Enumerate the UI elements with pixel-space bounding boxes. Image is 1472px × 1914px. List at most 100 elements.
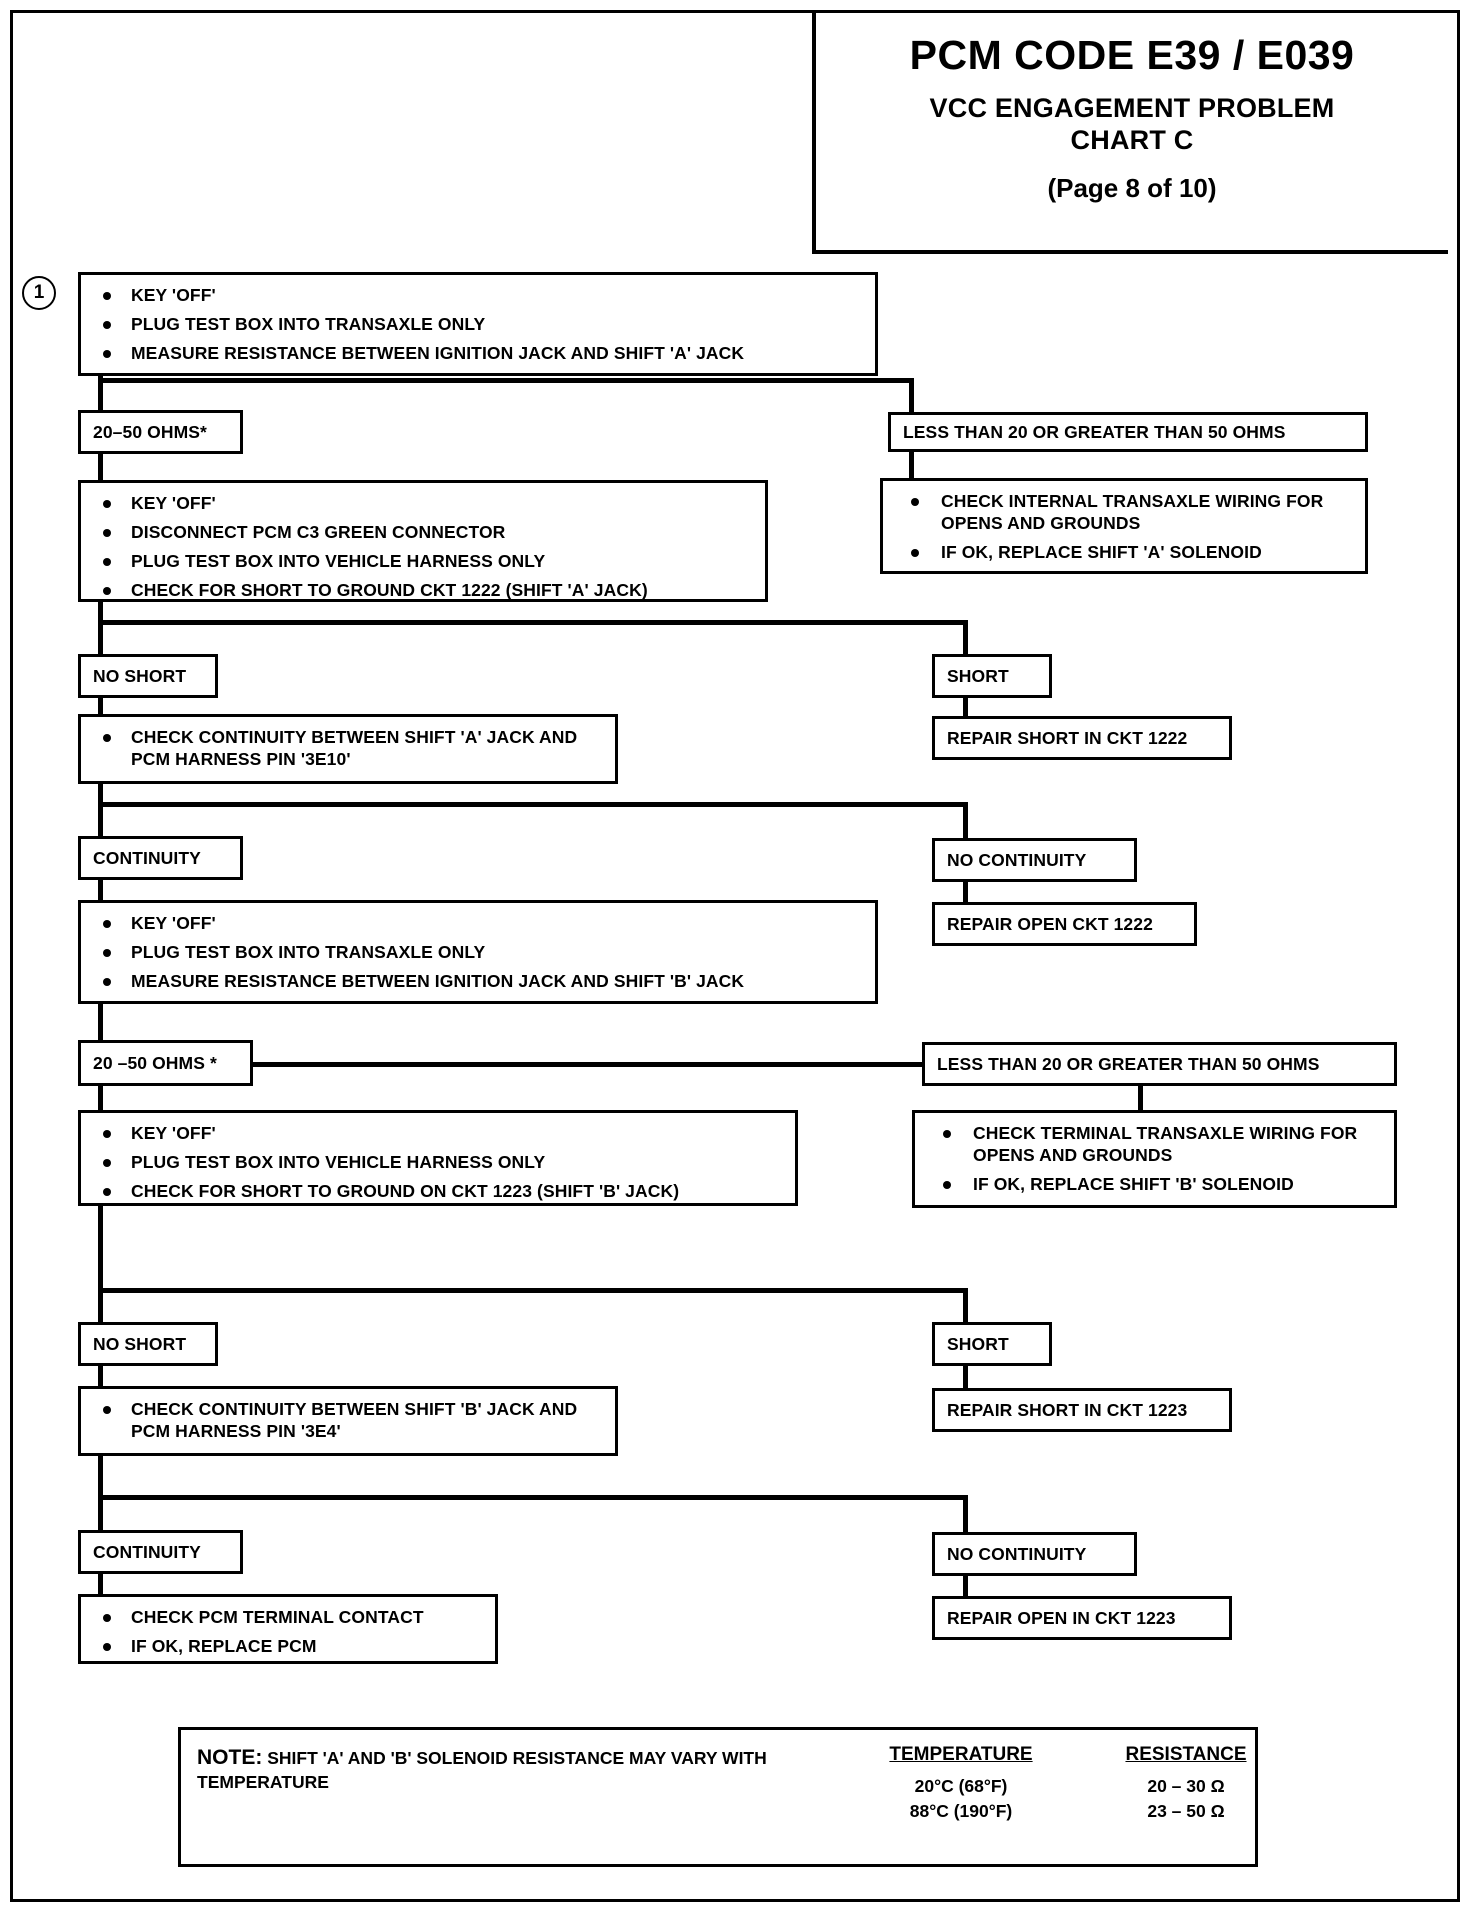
connector-step4-split [98, 1288, 968, 1293]
step1-bullet-list: KEY 'OFF' PLUG TEST BOX INTO TRANSAXLE O… [95, 284, 865, 364]
connector-ohms-bad-a-down [909, 450, 914, 482]
connector-no-continuity-a-down [963, 880, 968, 904]
connector-continuity-b-right-down [963, 1495, 968, 1533]
list-item: CHECK PCM TERMINAL CONTACT [95, 1606, 485, 1628]
connector-continuity-a-down [98, 878, 103, 902]
connector-no-short-a-down [98, 696, 103, 716]
continuity-check-b-bullet-list: CHECK CONTINUITY BETWEEN SHIFT 'B' JACK … [95, 1398, 605, 1442]
list-item: DISCONNECT PCM C3 GREEN CONNECTOR [95, 521, 755, 543]
bullet-icon [103, 1129, 111, 1138]
bullet-icon [943, 1180, 951, 1189]
node-no-continuity-a: NO CONTINUITY [932, 838, 1137, 882]
connector-short-b-down [963, 1364, 968, 1390]
bullet-icon [103, 1613, 111, 1622]
resistance-value: 23 – 50 Ω [1147, 1801, 1225, 1822]
bullet-icon [103, 948, 111, 957]
bullet-icon [103, 1405, 111, 1414]
connector-continuity-b-left-down [98, 1474, 103, 1536]
bullet-icon [103, 349, 111, 358]
node-step4: KEY 'OFF' PLUG TEST BOX INTO VEHICLE HAR… [78, 1110, 798, 1206]
connector-ohms-bad-b-down [1138, 1084, 1143, 1116]
page-indicator: (Page 8 of 10) [1047, 172, 1217, 203]
connector-continuity-check-b-down [98, 1454, 103, 1478]
node-continuity-b: CONTINUITY [78, 1530, 243, 1574]
bullet-icon [103, 733, 111, 742]
node-continuity-check-b: CHECK CONTINUITY BETWEEN SHIFT 'B' JACK … [78, 1386, 618, 1456]
list-item: CHECK TERMINAL TRANSAXLE WIRING FOR OPEN… [929, 1122, 1384, 1166]
list-item: CHECK INTERNAL TRANSAXLE WIRING FOR OPEN… [897, 490, 1355, 534]
node-repair-short-a: REPAIR SHORT IN CKT 1222 [932, 716, 1232, 760]
page-border [10, 10, 1460, 1902]
bullet-icon [103, 499, 111, 508]
connector-step2-down [98, 600, 103, 624]
list-item: KEY 'OFF' [95, 284, 865, 306]
note-text: NOTE: SHIFT 'A' AND 'B' SOLENOID RESISTA… [197, 1744, 807, 1794]
note-body: SHIFT 'A' AND 'B' SOLENOID RESISTANCE MA… [197, 1748, 767, 1793]
connector-continuity-a-right-down [963, 802, 968, 840]
node-final-action: CHECK PCM TERMINAL CONTACT IF OK, REPLAC… [78, 1594, 498, 1664]
note-label: NOTE: [197, 1746, 263, 1769]
bullet-icon [103, 919, 111, 928]
connector-short-a-down [963, 696, 968, 718]
list-item: PLUG TEST BOX INTO TRANSAXLE ONLY [95, 941, 865, 963]
bullet-icon [103, 528, 111, 537]
node-no-short-b: NO SHORT [78, 1322, 218, 1366]
title-block: PCM CODE E39 / E039 VCC ENGAGEMENT PROBL… [812, 12, 1448, 254]
step4-bullet-list: KEY 'OFF' PLUG TEST BOX INTO VEHICLE HAR… [95, 1122, 785, 1202]
connector-step1-split [98, 378, 914, 383]
title-subtitle-chart: CHART C [1070, 124, 1194, 155]
temperature-value: 20°C (68°F) [914, 1776, 1008, 1796]
bullet-icon [103, 587, 111, 596]
bullet-icon [943, 1129, 951, 1138]
connector-step2-left-down [98, 620, 103, 658]
step3-bullet-list: KEY 'OFF' PLUG TEST BOX INTO TRANSAXLE O… [95, 912, 865, 992]
node-repair-short-b: REPAIR SHORT IN CKT 1223 [932, 1388, 1232, 1432]
step2-bullet-list: KEY 'OFF' DISCONNECT PCM C3 GREEN CONNEC… [95, 492, 755, 601]
node-ohms-bad-b: LESS THAN 20 OR GREATER THAN 50 OHMS [922, 1042, 1397, 1086]
list-item: IF OK, REPLACE SHIFT 'A' SOLENOID [897, 541, 1355, 563]
node-ohms-bad-a: LESS THAN 20 OR GREATER THAN 50 OHMS [888, 412, 1368, 452]
connector-continuity-a-split [98, 802, 968, 807]
temperature-value: 88°C (190°F) [909, 1801, 1013, 1822]
continuity-check-a-bullet-list: CHECK CONTINUITY BETWEEN SHIFT 'A' JACK … [95, 726, 605, 770]
temperature-header: TEMPERATURE [889, 1744, 1033, 1765]
step-marker-1: 1 [22, 276, 56, 310]
list-item: KEY 'OFF' [95, 1122, 785, 1144]
connector-ohms-ok-b-down [98, 1084, 103, 1114]
node-repair-open-b: REPAIR OPEN IN CKT 1223 [932, 1596, 1232, 1640]
connector-continuity-a-left-down [98, 802, 103, 840]
note-column-temperature: TEMPERATURE 20°C (68°F) 88°C (190°F) [851, 1744, 1071, 1825]
list-item: CHECK FOR SHORT TO GROUND ON CKT 1223 (S… [95, 1180, 785, 1202]
connector-step4-left-down [98, 1228, 103, 1326]
internal-transaxle-a-bullet-list: CHECK INTERNAL TRANSAXLE WIRING FOR OPEN… [897, 490, 1355, 563]
bullet-icon [911, 497, 919, 506]
bullet-icon [103, 557, 111, 566]
node-continuity-check-a: CHECK CONTINUITY BETWEEN SHIFT 'A' JACK … [78, 714, 618, 784]
connector-step2-split [98, 620, 968, 625]
list-item: KEY 'OFF' [95, 492, 755, 514]
node-step3: KEY 'OFF' PLUG TEST BOX INTO TRANSAXLE O… [78, 900, 878, 1004]
list-item: MEASURE RESISTANCE BETWEEN IGNITION JACK… [95, 970, 865, 992]
bullet-icon [103, 1187, 111, 1196]
node-short-a: SHORT [932, 654, 1052, 698]
bullet-icon [103, 977, 111, 986]
list-item: CHECK CONTINUITY BETWEEN SHIFT 'A' JACK … [95, 726, 605, 770]
resistance-header: RESISTANCE [1125, 1744, 1247, 1765]
list-item: MEASURE RESISTANCE BETWEEN IGNITION JACK… [95, 342, 865, 364]
node-no-short-a: NO SHORT [78, 654, 218, 698]
connector-no-continuity-b-down [963, 1574, 968, 1598]
node-terminal-transaxle-b: CHECK TERMINAL TRANSAXLE WIRING FOR OPEN… [912, 1110, 1397, 1208]
list-item: IF OK, REPLACE SHIFT 'B' SOLENOID [929, 1173, 1384, 1195]
connector-step2-right-down [963, 620, 968, 658]
list-item: PLUG TEST BOX INTO TRANSAXLE ONLY [95, 313, 865, 335]
connector-step3-down [98, 1002, 103, 1036]
node-internal-transaxle-a: CHECK INTERNAL TRANSAXLE WIRING FOR OPEN… [880, 478, 1368, 574]
list-item: PLUG TEST BOX INTO VEHICLE HARNESS ONLY [95, 1151, 785, 1173]
title-subtitle-problem: VCC ENGAGEMENT PROBLEM [929, 93, 1335, 124]
connector-step3-split [98, 1062, 1143, 1067]
connector-continuity-check-a-down [98, 782, 103, 806]
bullet-icon [103, 291, 111, 300]
note-column-resistance: RESISTANCE 20 – 30 Ω 23 – 50 Ω [1091, 1744, 1281, 1825]
node-step2: KEY 'OFF' DISCONNECT PCM C3 GREEN CONNEC… [78, 480, 768, 602]
